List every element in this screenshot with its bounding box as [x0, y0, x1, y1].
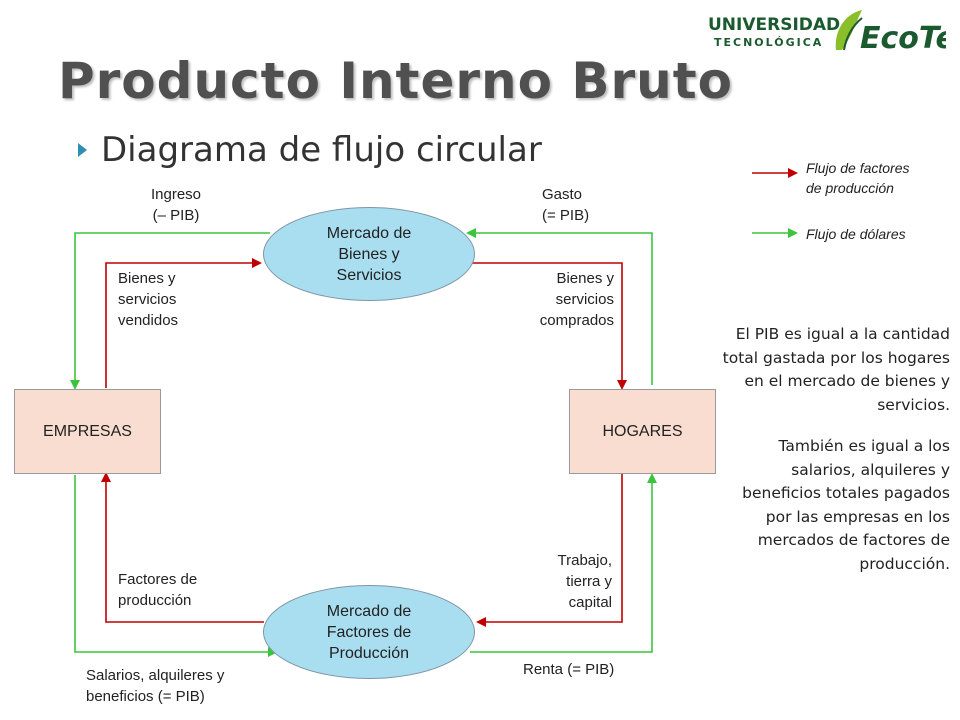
- label-salarios-line2: beneficios (= PIB): [86, 688, 205, 705]
- logo-brand: EcoTec: [860, 21, 946, 56]
- node-empresas: EMPRESAS: [14, 389, 161, 474]
- label-factores-line2: producción: [118, 592, 192, 609]
- flow-factores-red: [101, 472, 264, 623]
- node-mercado-factores: Mercado de Factores de Producción: [263, 585, 475, 679]
- subtitle-row: Diagrama de flujo circular: [78, 130, 542, 170]
- logo-line1: UNIVERSIDAD: [708, 15, 840, 35]
- bullet-arrow-icon: [78, 143, 87, 157]
- flow-gasto-green: [466, 228, 653, 385]
- label-bienes-vendidos-line1: Bienes y: [118, 270, 176, 287]
- flow-salarios-green: [74, 475, 278, 657]
- flow-bienes-comprados-red: [466, 262, 627, 390]
- legend-dolares: Flujo de dólares: [806, 226, 906, 242]
- node-empresas-label: EMPRESAS: [43, 422, 132, 440]
- label-ingreso-line2: (– PIB): [152, 207, 200, 224]
- logo-leaf-icon: [835, 10, 862, 50]
- label-bienes-vendidos: Bienes y servicios vendidos: [118, 268, 178, 331]
- label-renta: Renta (= PIB): [523, 661, 615, 678]
- label-ingreso-line1: Ingreso: [150, 186, 202, 203]
- label-trabajo-line2: tierra y: [566, 573, 612, 590]
- label-bienes-comprados-line2: servicios: [555, 291, 614, 308]
- slide-subtitle: Diagrama de flujo circular: [101, 130, 542, 170]
- label-gasto-line2: (= PIB): [542, 207, 590, 224]
- legend-factores: Flujo de factores de producción: [806, 158, 910, 198]
- flow-renta-green: [470, 473, 657, 653]
- flow-bienes-vendidos-red: [105, 258, 262, 388]
- legend-factores-line2: de producción: [806, 180, 894, 196]
- node-mercado-bienes: Mercado de Bienes y Servicios: [263, 207, 475, 301]
- label-trabajo: Trabajo, tierra y capital: [510, 550, 612, 613]
- logo-line2: TECNOLÓGICA: [714, 36, 823, 49]
- flow-trabajo-red: [476, 474, 623, 627]
- node-hogares: HOGARES: [569, 389, 716, 474]
- label-gasto: Gasto (= PIB): [542, 184, 589, 226]
- label-bienes-comprados-line3: comprados: [539, 312, 614, 329]
- label-gasto-line1: Gasto: [542, 186, 583, 203]
- label-bienes-vendidos-line2: servicios: [118, 291, 177, 308]
- label-factores: Factores de producción: [118, 569, 197, 611]
- note-paragraph-2: También es igual a los salarios, alquile…: [742, 437, 950, 573]
- node-mercado-factores-label: Mercado de Factores de Producción: [326, 602, 412, 662]
- note-paragraph-1: El PIB es igual a la cantidad total gast…: [722, 325, 950, 414]
- label-salarios-line1: Salarios, alquileres y: [86, 667, 225, 684]
- node-hogares-label: HOGARES: [602, 422, 683, 440]
- label-factores-line1: Factores de: [118, 571, 198, 588]
- label-trabajo-line3: capital: [568, 594, 612, 611]
- label-bienes-comprados: Bienes y servicios comprados: [500, 268, 614, 331]
- label-ingreso: Ingreso (– PIB): [136, 184, 216, 226]
- legend-factores-line1: Flujo de factores: [806, 160, 910, 176]
- node-mercado-bienes-label: Mercado de Bienes y Servicios: [326, 224, 412, 284]
- label-bienes-vendidos-line3: vendidos: [118, 312, 179, 329]
- flow-ingreso-green: [70, 232, 270, 390]
- label-trabajo-line1: Trabajo,: [557, 552, 612, 569]
- label-salarios: Salarios, alquileres y beneficios (= PIB…: [86, 665, 224, 707]
- label-bienes-comprados-line1: Bienes y: [556, 270, 614, 287]
- explanation-note: El PIB es igual a la cantidad total gast…: [720, 323, 950, 576]
- slide-title: Producto Interno Bruto: [58, 52, 733, 110]
- ecotec-logo: UNIVERSIDAD TECNOLÓGICA EcoTec: [708, 10, 946, 56]
